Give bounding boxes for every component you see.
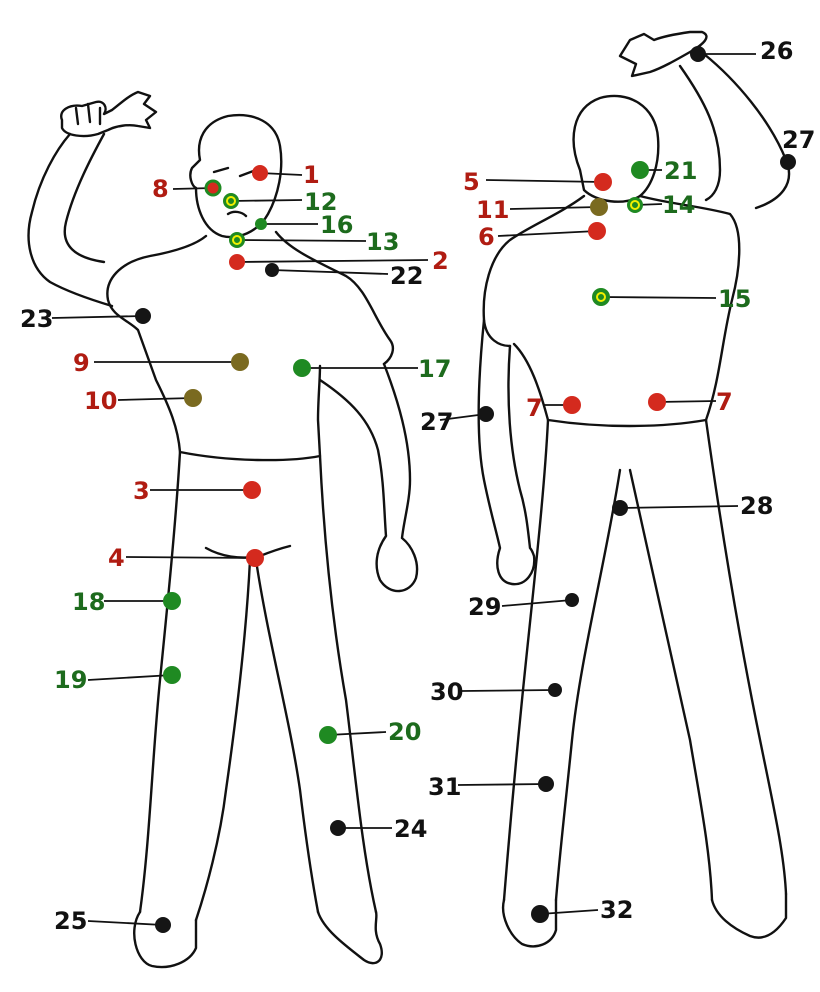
- point-14-marker: [627, 197, 643, 213]
- leader-line: [118, 398, 193, 400]
- point-29-marker: [565, 593, 579, 607]
- point-30-marker: [548, 683, 562, 697]
- point-9-marker: [231, 353, 249, 371]
- leader-line: [498, 231, 597, 236]
- point-18-label: 18: [72, 588, 105, 616]
- point-32-label: 32: [600, 896, 633, 924]
- front-torso: [107, 232, 392, 460]
- back-head: [574, 96, 659, 202]
- point-23-marker: [135, 308, 151, 324]
- point-8-marker: [206, 181, 220, 195]
- point-22-marker: [265, 263, 279, 277]
- point-26-marker: [690, 46, 706, 62]
- point-14-label: 14: [662, 191, 695, 219]
- point-15-marker: [592, 288, 610, 306]
- point-12-marker: [223, 193, 239, 209]
- point-21-label: 21: [664, 157, 697, 185]
- point-11-marker: [590, 198, 608, 216]
- front-head: [190, 115, 281, 237]
- point-16-marker: [255, 218, 267, 230]
- point-19-label: 19: [54, 666, 87, 694]
- point-6-label: 6: [478, 223, 495, 251]
- point-26-label: 26: [760, 37, 793, 65]
- front-shoes: [134, 912, 382, 967]
- point-24-label: 24: [394, 815, 427, 843]
- point-6-marker: [588, 222, 606, 240]
- front-hanging-arm: [320, 364, 417, 591]
- point-30-label: 30: [430, 678, 463, 706]
- leader-line: [52, 316, 143, 318]
- point-2-marker: [229, 254, 245, 270]
- point-9-label: 9: [73, 349, 90, 377]
- front-fist-fingers: [76, 104, 100, 124]
- point-21-marker: [631, 161, 649, 179]
- point-32-marker: [531, 905, 549, 923]
- point-20-label: 20: [388, 718, 421, 746]
- leader-line: [272, 270, 388, 274]
- leader-line: [237, 240, 366, 241]
- point-18-marker: [163, 592, 181, 610]
- leader-line: [601, 297, 716, 298]
- point-27a-marker: [780, 154, 796, 170]
- leader-line: [510, 207, 599, 209]
- point-24-marker: [330, 820, 346, 836]
- point-29-label: 29: [468, 593, 501, 621]
- point-8-label: 8: [152, 175, 169, 203]
- front-figure: [29, 92, 417, 967]
- point-15-label: 15: [718, 285, 751, 313]
- point-16-label: 16: [320, 211, 353, 239]
- point-31-marker: [538, 776, 554, 792]
- points-layer: 1 2 3 4 5 6 7 7 8 9 10 11 12 13 14: [20, 37, 815, 935]
- point-5-label: 5: [463, 168, 480, 196]
- point-28-marker: [612, 500, 628, 516]
- point-4-label: 4: [108, 544, 125, 572]
- point-19-marker: [163, 666, 181, 684]
- point-1-marker: [252, 165, 268, 181]
- point-13-marker: [229, 232, 245, 248]
- point-27b-marker: [478, 406, 494, 422]
- leader-line: [486, 180, 603, 182]
- point-7b-label: 7: [716, 388, 733, 416]
- point-3-label: 3: [133, 477, 150, 505]
- point-25-label: 25: [54, 907, 87, 935]
- leader-line: [462, 690, 555, 691]
- point-4-marker: [246, 549, 264, 567]
- front-raised-arm: [29, 134, 112, 306]
- point-11-label: 11: [476, 196, 509, 224]
- point-10-label: 10: [84, 387, 117, 415]
- point-17-label: 17: [418, 355, 451, 383]
- point-25-marker: [155, 917, 171, 933]
- point-1-label: 1: [303, 161, 320, 189]
- point-7a-label: 7: [526, 394, 543, 422]
- back-torso: [484, 196, 740, 426]
- leader-line: [458, 784, 546, 785]
- front-raised-fist: [61, 92, 156, 136]
- point-28-label: 28: [740, 492, 773, 520]
- point-3-marker: [243, 481, 261, 499]
- leader-line: [88, 921, 163, 925]
- point-7a-marker: [563, 396, 581, 414]
- leader-line: [126, 557, 255, 558]
- point-10-marker: [184, 389, 202, 407]
- point-20-marker: [319, 726, 337, 744]
- point-31-label: 31: [428, 773, 461, 801]
- point-23-label: 23: [20, 305, 53, 333]
- leader-line: [231, 200, 302, 201]
- point-27b-label: 27: [420, 408, 453, 436]
- point-5-marker: [594, 173, 612, 191]
- point-2-label: 2: [432, 247, 449, 275]
- front-pants: [140, 452, 376, 920]
- point-13-label: 13: [366, 228, 399, 256]
- point-7b-marker: [648, 393, 666, 411]
- leader-line: [502, 600, 572, 606]
- point-22-label: 22: [390, 262, 423, 290]
- point-27a-label: 27: [782, 126, 815, 154]
- point-17-marker: [293, 359, 311, 377]
